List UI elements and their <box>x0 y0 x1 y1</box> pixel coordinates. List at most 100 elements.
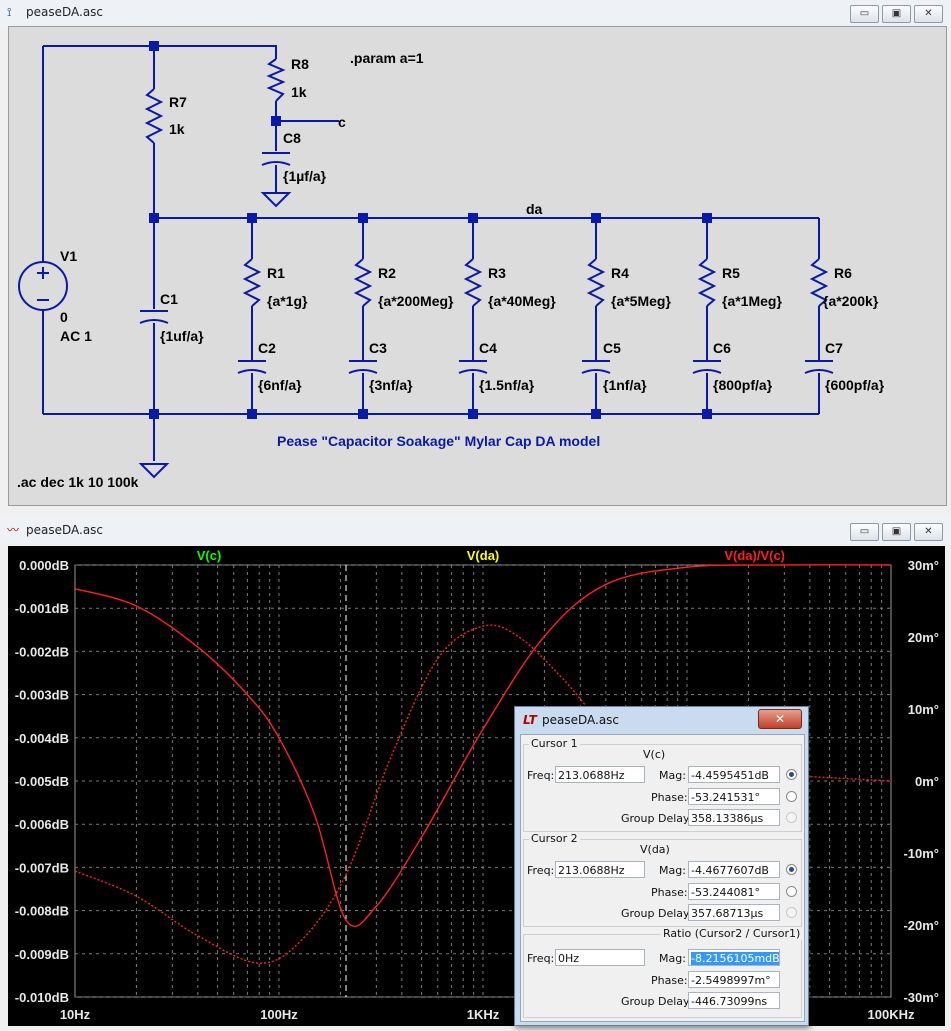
cursor1-phase-field[interactable]: -53.241531° <box>688 788 780 805</box>
ratio-group-label: Ratio (Cursor2 / Cursor1) <box>661 927 803 940</box>
c7-name: C7 <box>825 340 843 356</box>
ratio-freq-field[interactable]: 0Hz <box>555 949 645 966</box>
x-tick-label: 10Hz <box>60 1007 91 1022</box>
r2-name: R2 <box>378 265 396 281</box>
c1-value: {1uf/a} <box>160 328 204 344</box>
legend-entry[interactable]: V(c) <box>197 548 222 563</box>
schematic-canvas[interactable]: .param a=1 .ac dec 1k 10 100k da c V1 0 … <box>8 26 947 506</box>
capacitor-c6[interactable] <box>692 360 722 374</box>
waveform-svg[interactable]: 0.000dB-0.001dB-0.002dB-0.003dB-0.004dB-… <box>8 546 945 1026</box>
cursor1-mag-radio[interactable] <box>786 769 797 780</box>
v1-name: V1 <box>60 248 77 264</box>
capacitor-c2[interactable] <box>237 360 267 374</box>
c2-name: C2 <box>258 340 276 356</box>
capacitor-c8[interactable] <box>261 152 291 166</box>
legend-entry[interactable]: V(da)/V(c) <box>724 548 785 563</box>
r7-value: 1k <box>169 121 185 137</box>
c3-name: C3 <box>369 340 387 356</box>
c8-name: C8 <box>283 130 301 146</box>
ratio-mag-selected-text[interactable]: -8.2156105mdB <box>691 952 780 965</box>
legend-label[interactable]: V(da)/V(c) <box>724 548 785 563</box>
magnitude-trace[interactable] <box>74 564 892 927</box>
cursor2-phase-radio[interactable] <box>786 886 797 897</box>
c8-value: {1µf/a} <box>283 168 327 184</box>
resistor-symbols <box>144 58 829 307</box>
cursor2-freq-field[interactable]: 213.0688Hz <box>555 861 645 878</box>
c5-name: C5 <box>603 340 621 356</box>
ratio-mag-field[interactable]: -8.2156105mdB <box>688 949 780 966</box>
resistor-r5[interactable] <box>697 258 717 307</box>
r8-name: R8 <box>291 56 309 72</box>
cursor1-gd-radio[interactable] <box>786 812 797 823</box>
restore-button[interactable]: ▣ <box>882 5 911 23</box>
ground-symbols <box>138 192 292 479</box>
y-right-tick-label: 20m° <box>908 630 939 645</box>
schematic-window: ⟟ peaseDA.asc ▭ ▣ ✕ <box>0 0 951 510</box>
legend-label[interactable]: V(c) <box>197 548 222 563</box>
r6-name: R6 <box>834 265 852 281</box>
capacitor-c1[interactable] <box>139 310 169 324</box>
resistor-r6[interactable] <box>809 258 829 307</box>
ratio-gd-field[interactable]: -446.73099ns <box>688 992 780 1009</box>
cursor2-gd-field[interactable]: 357.68713µs <box>688 904 780 921</box>
resistor-r1[interactable] <box>242 258 262 307</box>
r4-value: {a*5Meg} <box>611 293 671 309</box>
junction-dots <box>149 41 712 419</box>
ac-directive[interactable]: .ac dec 1k 10 100k <box>17 474 139 490</box>
cursor2-phase-label: Phase: <box>651 886 688 899</box>
cursor1-freq-label: Freq: <box>527 769 555 782</box>
schematic-titlebar: ⟟ peaseDA.asc ▭ ▣ ✕ <box>0 0 951 26</box>
resistor-r4[interactable] <box>586 258 606 307</box>
restore-button[interactable]: ▣ <box>882 523 911 541</box>
cursor1-gd-field[interactable]: 358.13386µs <box>688 809 780 826</box>
close-button[interactable]: ✕ <box>758 709 802 729</box>
y-right-tick-label: -20m° <box>903 918 939 933</box>
legend-label[interactable]: V(da) <box>467 548 500 563</box>
cursor1-freq-field[interactable]: 213.0688Hz <box>555 766 645 783</box>
cursor1-phase-label: Phase: <box>651 791 688 804</box>
minimize-button[interactable]: ▭ <box>850 5 879 23</box>
x-tick-label: 1KHz <box>467 1007 500 1022</box>
cursor1-mag-field[interactable]: -4.4595451dB <box>688 766 780 783</box>
capacitor-c5[interactable] <box>581 360 611 374</box>
y-right-tick-label: 10m° <box>908 702 939 717</box>
cursor-dialog-title: peaseDA.asc <box>542 713 620 727</box>
schematic-caption[interactable]: Pease "Capacitor Soakage" Mylar Cap DA m… <box>277 433 600 449</box>
param-directive[interactable]: .param a=1 <box>350 50 424 66</box>
minimize-button[interactable]: ▭ <box>850 523 879 541</box>
ltspice-logo-icon: LT <box>523 713 537 727</box>
close-button[interactable]: ✕ <box>914 523 943 541</box>
c4-name: C4 <box>479 340 497 356</box>
y-left-tick-label: -0.008dB <box>15 904 69 919</box>
resistor-r3[interactable] <box>463 258 483 307</box>
cursor2-gd-radio[interactable] <box>786 907 797 918</box>
resistor-r7[interactable] <box>144 88 164 144</box>
cursor-dialog-titlebar[interactable]: LT peaseDA.asc ✕ <box>515 707 808 733</box>
c1-name: C1 <box>160 291 178 307</box>
c3-value: {3nf/a} <box>369 377 413 393</box>
y-left-tick-label: -0.009dB <box>15 947 69 962</box>
legend-entry[interactable]: V(da) <box>467 548 500 563</box>
close-button[interactable]: ✕ <box>914 5 943 23</box>
c4-value: {1.5nf/a} <box>479 377 535 393</box>
y-left-tick-label: -0.001dB <box>15 601 69 616</box>
capacitor-c4[interactable] <box>458 360 488 374</box>
voltage-source-v1[interactable] <box>18 261 68 311</box>
cursor1-phase-radio[interactable] <box>786 791 797 802</box>
plot-window-title: peaseDA.asc <box>26 523 104 537</box>
capacitor-c3[interactable] <box>348 360 378 374</box>
y-left-tick-label: 0.000dB <box>19 558 69 573</box>
cursor2-mag-field[interactable]: -4.4677607dB <box>688 861 780 878</box>
ratio-phase-field[interactable]: -2.5498997m° <box>688 971 780 988</box>
capacitor-c7[interactable] <box>804 360 834 374</box>
c6-value: {800pf/a} <box>713 377 773 393</box>
cursor1-mag-label: Mag: <box>659 769 686 782</box>
cursor2-phase-field[interactable]: -53.244081° <box>688 883 780 900</box>
c5-value: {1nf/a} <box>603 377 647 393</box>
cursor2-freq-label: Freq: <box>527 864 555 877</box>
schematic-window-title: peaseDA.asc <box>26 5 104 19</box>
resistor-r8[interactable] <box>266 58 286 102</box>
resistor-r2[interactable] <box>353 258 373 307</box>
schematic-app-icon: ⟟ <box>7 5 12 19</box>
cursor2-mag-radio[interactable] <box>786 864 797 875</box>
